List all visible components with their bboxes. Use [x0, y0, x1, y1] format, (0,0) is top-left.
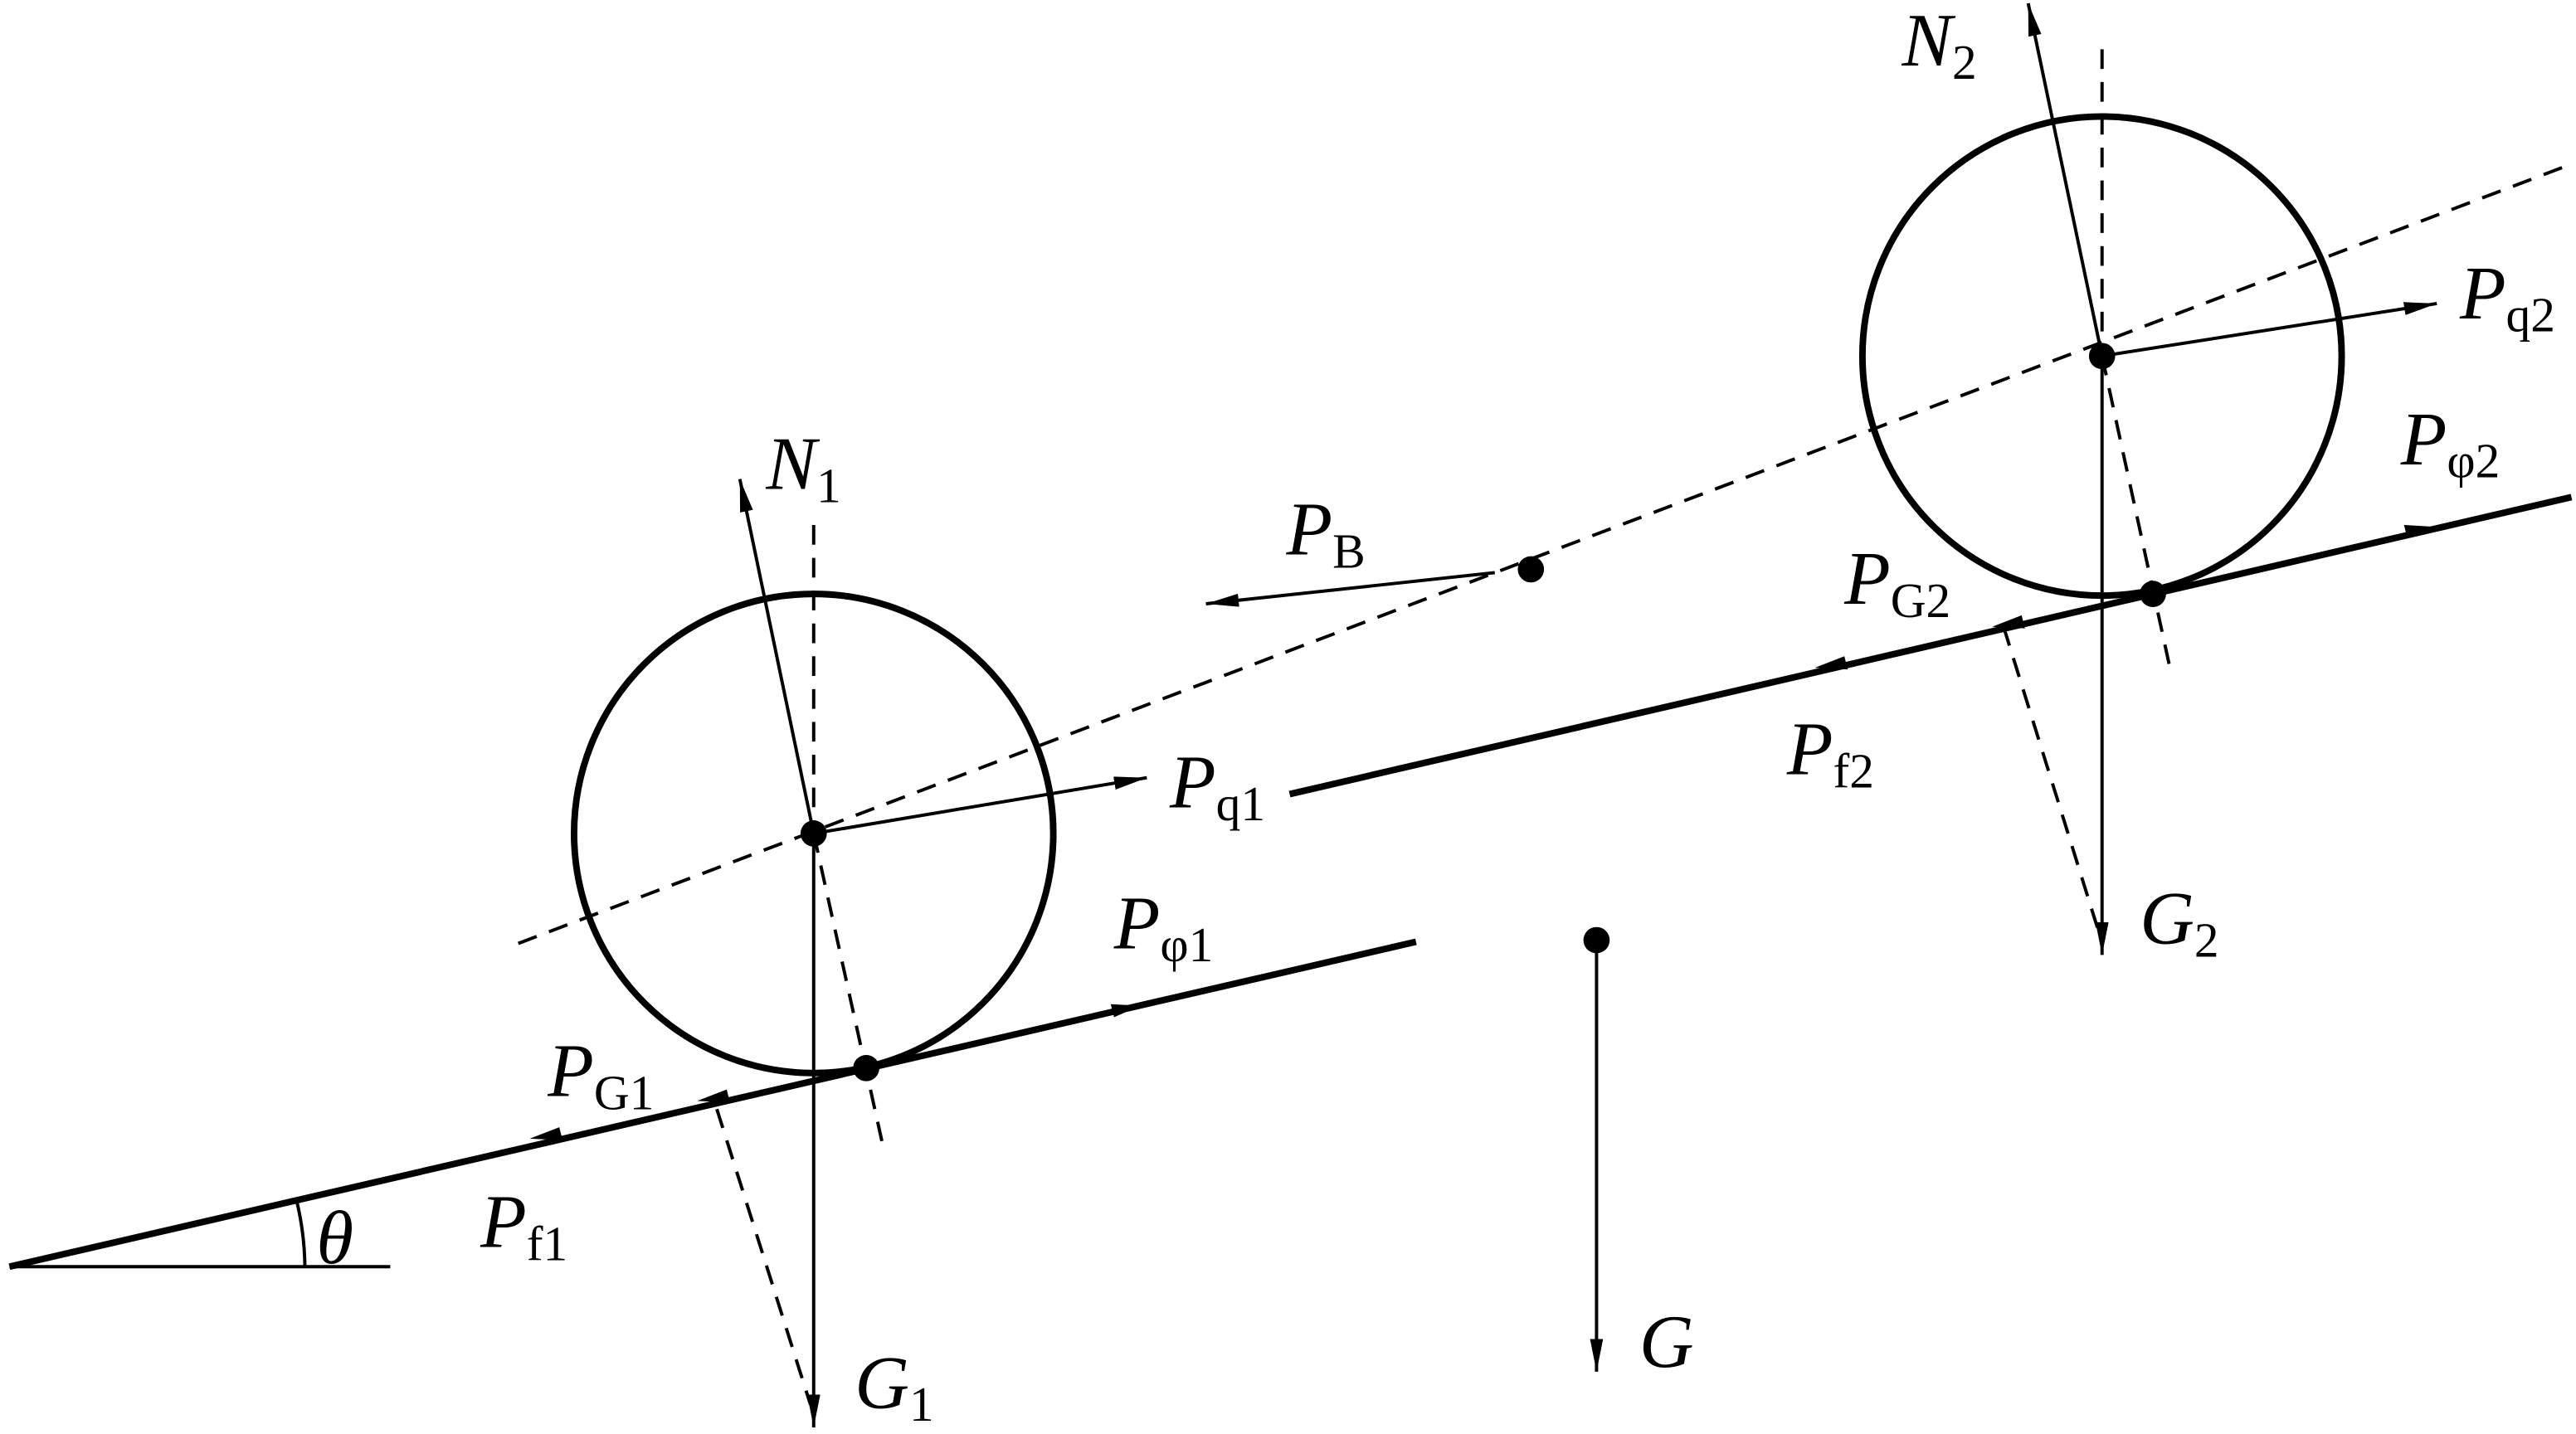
label-Pphi1: Pφ1	[1113, 881, 1214, 972]
force-Pq2-arrow	[2101, 302, 2437, 358]
force-N2-arrow	[2026, 2, 2104, 357]
label-N1: N1	[765, 422, 840, 513]
wheel-2	[1814, 2, 2437, 955]
label-PG1: PG1	[547, 1028, 654, 1120]
slope-line-upper	[1288, 493, 2573, 798]
force-Pf1-arrowhead	[529, 1127, 563, 1140]
label-G1: G1	[855, 1340, 933, 1432]
force-Pphi1-arrowhead	[1110, 1004, 1141, 1018]
label-PB: PB	[1286, 488, 1366, 579]
force-Pphi2-arrowhead	[2403, 525, 2434, 538]
slope-line-lower	[8, 938, 1417, 1271]
wheel-1-centre-dot	[800, 820, 827, 847]
label-PG2: PG2	[1843, 537, 1950, 628]
PB-point-dot	[1517, 556, 1545, 583]
wheel-1-contact-dot	[853, 1055, 879, 1082]
force-N1-arrow	[738, 479, 816, 834]
force-PG1-arrowhead	[697, 1089, 730, 1103]
label-Pf1: Pf1	[480, 1179, 567, 1271]
force-Pf2-arrowhead	[1814, 656, 1848, 670]
wheel-2-gravity-component-dashed	[2002, 626, 2101, 933]
wheel-2-centre-dot	[2088, 343, 2116, 370]
wheel-centre-dashed-line	[517, 162, 2573, 945]
label-N2: N2	[1901, 0, 1976, 90]
label-Pphi2: Pφ2	[2400, 397, 2500, 489]
label-Pq2: Pq2	[2459, 251, 2555, 343]
label-Pf2: Pf2	[1786, 707, 1874, 799]
label-theta: θ	[316, 1196, 353, 1280]
wheel-2-normal-dashed	[2100, 355, 2173, 673]
wheel-2-contact-dot	[2140, 581, 2166, 607]
wheel-1-normal-dashed	[811, 833, 886, 1153]
wheel-1	[529, 479, 1147, 1428]
force-PB-arrow	[1205, 571, 1495, 607]
label-Pq1: Pq1	[1169, 740, 1265, 831]
force-PG2-arrowhead	[1992, 615, 2025, 629]
theta-angle-arc	[295, 1200, 307, 1267]
label-G: G	[1639, 1300, 1694, 1383]
wheel-1-gravity-component-dashed	[715, 1108, 812, 1405]
label-G2: G2	[2140, 877, 2218, 968]
force-Pq1-arrow	[813, 775, 1147, 835]
